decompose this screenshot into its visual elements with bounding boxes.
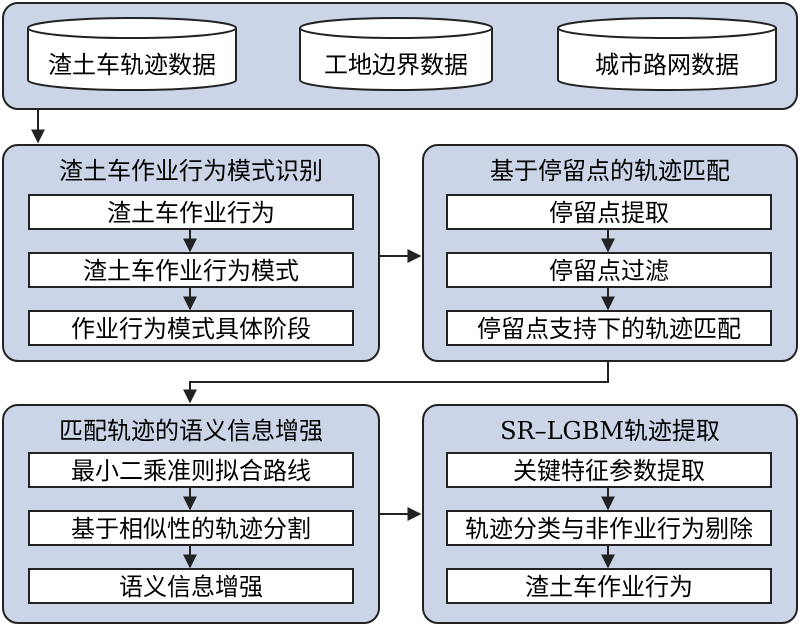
module-title: SR–LGBM轨迹提取 <box>500 417 720 445</box>
database-icon <box>299 17 493 91</box>
module-title: 基于停留点的轨迹匹配 <box>490 157 730 185</box>
step-box: 关键特征参数提取 <box>446 452 772 488</box>
step-box: 作业行为模式具体阶段 <box>28 310 354 346</box>
step-box: 轨迹分类与非作业行为剔除 <box>446 510 772 546</box>
step-box: 停留点支持下的轨迹匹配 <box>446 310 772 346</box>
step-box: 语义信息增强 <box>28 568 354 604</box>
database-icon <box>557 17 777 91</box>
step-box: 最小二乘准则拟合路线 <box>28 452 354 488</box>
step-box: 停留点提取 <box>446 194 772 230</box>
step-box: 渣土车作业行为 <box>446 568 772 604</box>
step-box: 渣土车作业行为模式 <box>28 252 354 288</box>
step-box: 停留点过滤 <box>446 252 772 288</box>
step-box: 基于相似性的轨迹分割 <box>28 510 354 546</box>
module-title: 匹配轨迹的语义信息增强 <box>59 417 323 445</box>
module-title: 渣土车作业行为模式识别 <box>59 157 323 185</box>
database-icon <box>27 17 237 91</box>
step-box: 渣土车作业行为 <box>28 194 354 230</box>
